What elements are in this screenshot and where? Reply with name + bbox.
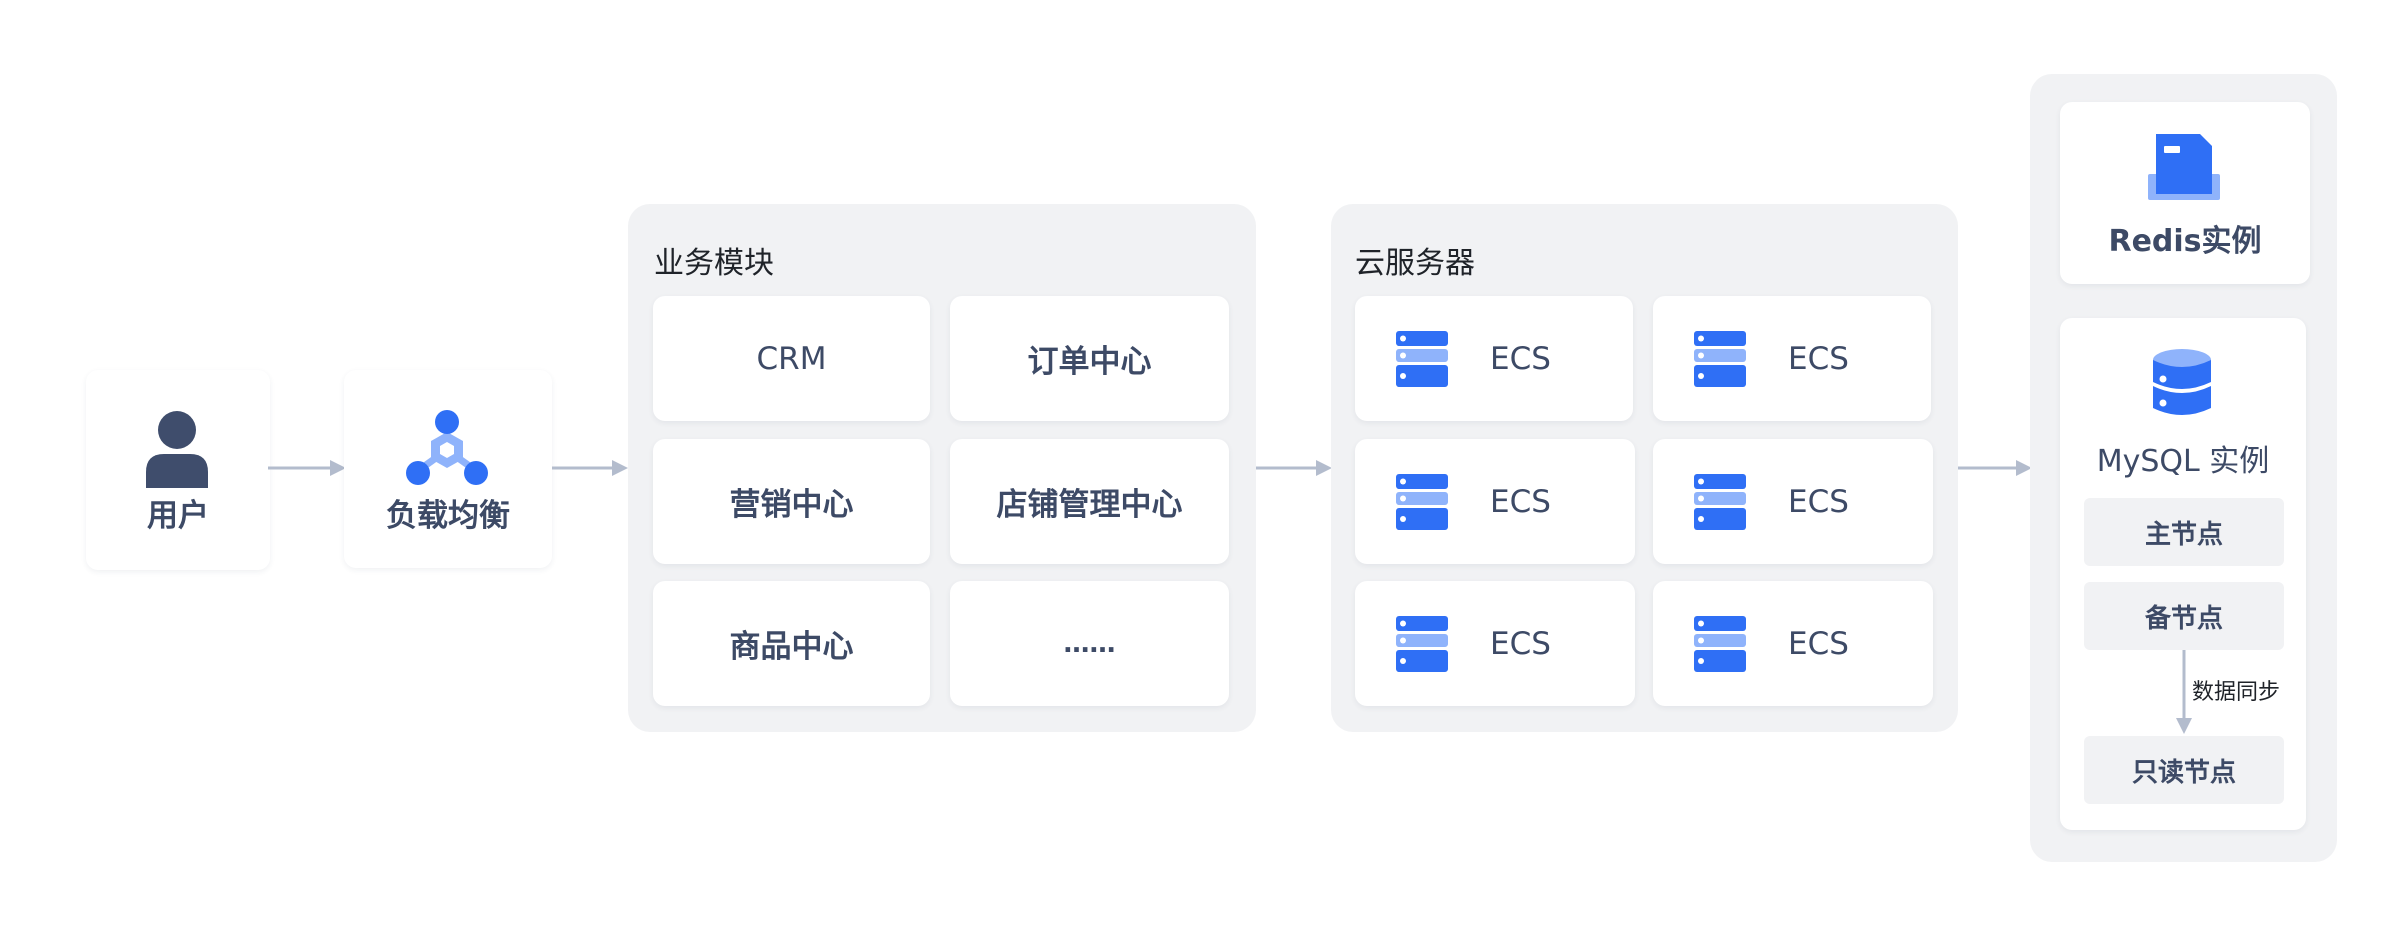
server-stack-icon — [1396, 331, 1448, 387]
arrow-lb-to-business — [552, 460, 628, 476]
readonly-node[interactable]: 只读节点 — [2084, 736, 2284, 804]
ecs-label: ECS — [1490, 483, 1551, 520]
ecs-label: ECS — [1788, 483, 1849, 520]
mysql-label: MySQL 实例 — [2096, 444, 2270, 479]
module-card[interactable]: 营销中心 — [653, 439, 930, 564]
ecs-label: ECS — [1788, 340, 1849, 377]
server-stack-icon — [1694, 474, 1746, 530]
ecs-card[interactable]: ECS — [1355, 581, 1635, 706]
storage-panel: Redis实例 MySQL 实例 主节点 备节点 数据同步 只读节点 — [2030, 74, 2337, 862]
ecs-label: ECS — [1788, 625, 1849, 662]
load-balancer-icon — [406, 410, 488, 485]
module-card[interactable]: 订单中心 — [950, 296, 1229, 421]
cloud-servers-panel: 云服务器 ECS ECS ECS ECS ECS ECS — [1331, 204, 1958, 732]
module-label: 订单中心 — [1027, 344, 1152, 380]
module-label: 店铺管理中心 — [996, 487, 1183, 523]
mysql-card: MySQL 实例 主节点 备节点 数据同步 只读节点 — [2060, 318, 2306, 830]
redis-label: Redis实例 — [2108, 224, 2262, 259]
ecs-card[interactable]: ECS — [1653, 581, 1933, 706]
sync-label: 数据同步 — [2192, 680, 2281, 705]
module-label: 商品中心 — [729, 629, 854, 665]
module-card[interactable]: …… — [950, 581, 1229, 706]
business-panel-title: 业务模块 — [654, 246, 774, 281]
user-icon — [146, 411, 208, 488]
load-balancer-node[interactable]: 负载均衡 — [344, 370, 552, 568]
sync-arrow — [2176, 650, 2192, 734]
ecs-card[interactable]: ECS — [1355, 439, 1635, 564]
module-card[interactable]: 店铺管理中心 — [950, 439, 1229, 564]
ecs-card[interactable]: ECS — [1653, 296, 1931, 421]
module-card[interactable]: CRM — [653, 296, 930, 421]
primary-node[interactable]: 主节点 — [2084, 498, 2284, 566]
server-stack-icon — [1694, 616, 1746, 672]
module-label: …… — [1063, 628, 1116, 659]
user-node[interactable]: 用户 — [86, 370, 270, 570]
ecs-card[interactable]: ECS — [1653, 439, 1933, 564]
load-balancer-label: 负载均衡 — [386, 498, 510, 534]
standby-node[interactable]: 备节点 — [2084, 582, 2284, 650]
cloud-panel-title: 云服务器 — [1355, 246, 1475, 281]
server-stack-icon — [1694, 331, 1746, 387]
arrow-business-to-cloud — [1256, 460, 1332, 476]
server-stack-icon — [1396, 616, 1448, 672]
ecs-label: ECS — [1490, 340, 1551, 377]
redis-card[interactable]: Redis实例 — [2060, 102, 2310, 284]
user-label: 用户 — [147, 498, 209, 534]
arrow-user-to-lb — [268, 460, 346, 476]
database-icon — [2153, 349, 2211, 415]
ecs-card[interactable]: ECS — [1355, 296, 1633, 421]
module-label: 营销中心 — [729, 487, 854, 523]
redis-icon — [2148, 134, 2220, 200]
arrow-cloud-to-storage — [1958, 460, 2032, 476]
server-stack-icon — [1396, 474, 1448, 530]
module-label: CRM — [756, 340, 827, 377]
module-card[interactable]: 商品中心 — [653, 581, 930, 706]
ecs-label: ECS — [1490, 625, 1551, 662]
business-modules-panel: 业务模块 CRM 订单中心 营销中心 店铺管理中心 商品中心 …… — [628, 204, 1256, 732]
